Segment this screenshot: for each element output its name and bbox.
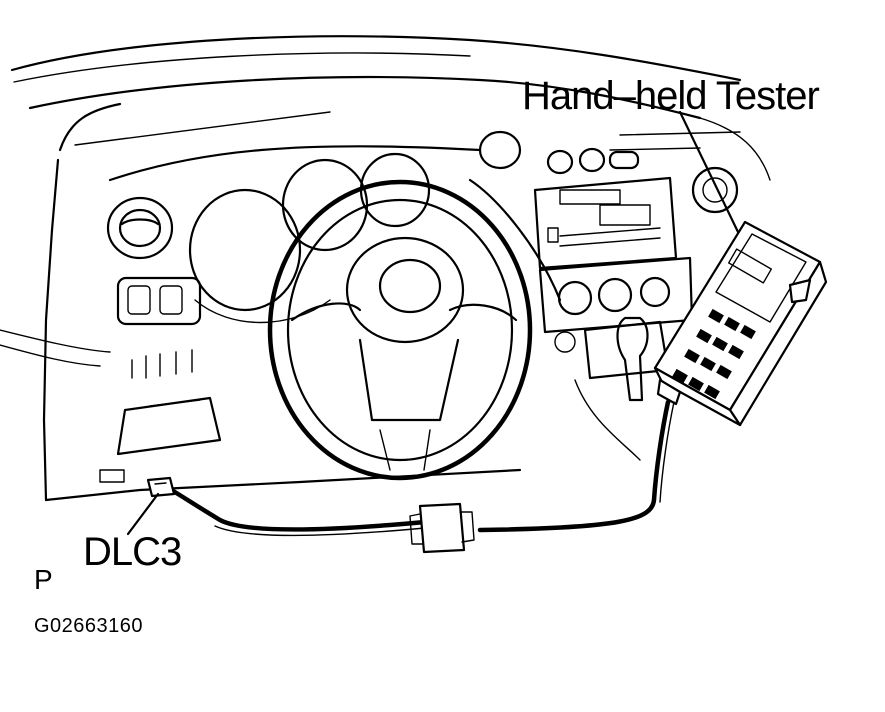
dlc3-connector <box>146 476 176 498</box>
leader-lines <box>126 110 740 536</box>
left-switch-panel <box>116 276 202 379</box>
dashboard-outline <box>0 35 771 502</box>
climate-controls <box>538 256 694 353</box>
gear-shifter <box>574 316 670 461</box>
dlc3-label: DLC3 <box>83 530 182 574</box>
glove-box-outline <box>99 396 222 483</box>
hand-held-tester-device <box>653 220 828 427</box>
steering-wheel <box>267 178 562 481</box>
audio-unit <box>533 176 678 270</box>
left-air-vent <box>106 196 174 260</box>
figure-code-label: G02663160 <box>34 615 144 637</box>
center-vents <box>478 130 739 214</box>
view-letter-label: P <box>34 564 53 595</box>
hand-held-tester-label: Hand–held Tester <box>522 74 820 118</box>
tester-cable <box>162 399 675 537</box>
cable-adapter-box <box>409 502 475 554</box>
